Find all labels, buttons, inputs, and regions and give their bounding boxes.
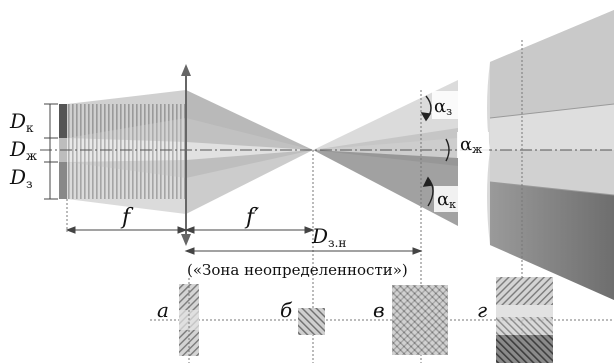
label-d-z: Dз <box>9 165 33 191</box>
label-f-prime: f′ <box>244 205 259 230</box>
label-alpha-z: αз <box>434 96 452 118</box>
label-panel-v: в <box>373 298 385 322</box>
angle-marks <box>420 95 450 207</box>
label-alpha-zh: αж <box>460 134 482 156</box>
lens-arrow <box>181 64 191 246</box>
label-f: f <box>120 205 134 230</box>
label-d-zn: Dз.н <box>311 224 346 250</box>
label-panel-g: г <box>477 298 487 322</box>
label-panel-b: б <box>280 298 293 322</box>
label-d-zh: Dж <box>9 137 37 163</box>
label-d-k: Dк <box>9 109 34 135</box>
source-emitter <box>59 104 186 199</box>
zone-caption: («Зона неопределенности») <box>187 261 408 279</box>
label-alpha-k: αк <box>437 189 456 211</box>
focal-dimensions <box>65 226 423 255</box>
panel-g-shape <box>496 277 553 363</box>
diameter-brackets <box>44 103 58 200</box>
beam-cross-section-far <box>487 10 614 300</box>
beam-fan-left <box>67 90 186 214</box>
panel-b-shape <box>298 308 325 335</box>
panel-v-shape <box>392 285 448 355</box>
beam-fan-right <box>186 80 458 226</box>
label-panel-a: а <box>157 298 169 322</box>
